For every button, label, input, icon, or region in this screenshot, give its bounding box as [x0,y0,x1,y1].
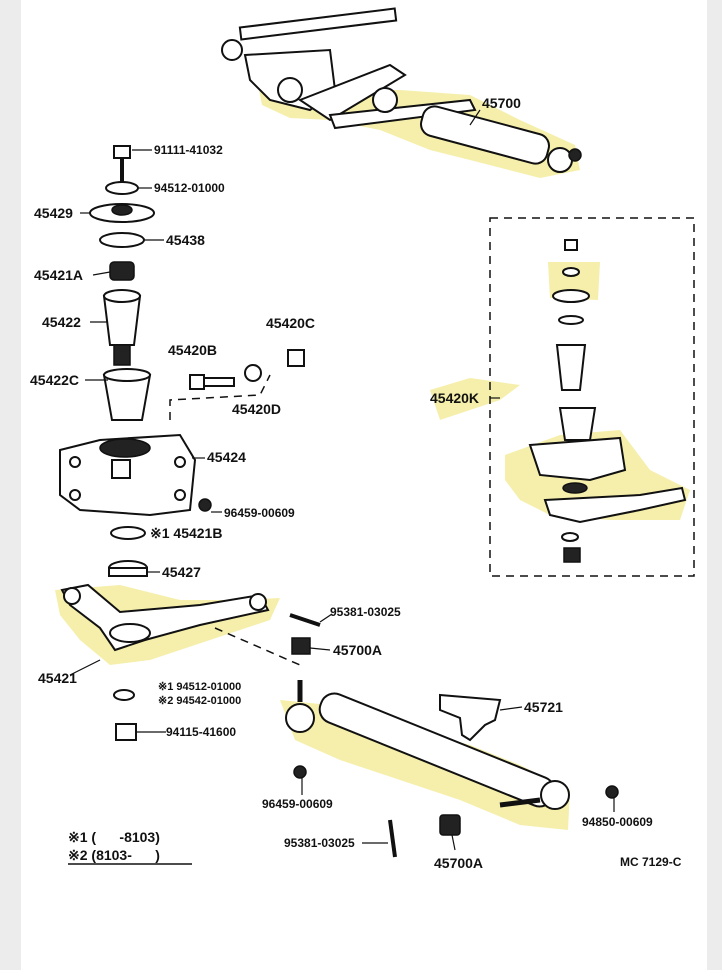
label-94115-41600: 94115-41600 [166,725,236,739]
label-45420K: 45420K [430,390,479,406]
diagram-reference-code: MC 7129-C [620,855,682,869]
bolt-95381-b [388,819,397,858]
bushing-45422C [102,368,152,421]
label-45420D: 45420D [232,401,281,417]
bracket-45721 [439,693,502,742]
nut-45420D [244,364,262,382]
leader-lines [69,109,615,851]
bolt-45420B [189,374,235,390]
label-94850-00609: 94850-00609 [582,815,653,829]
label-45424: 45424 [207,449,246,465]
bushing-45700A-bot [439,814,461,836]
label-95381-03025-a: 95381-03025 [330,605,401,619]
washer-94512 [105,181,139,195]
label-45427: 45427 [162,564,201,580]
cushion-45429 [89,203,155,223]
leader-dash-2 [214,627,301,666]
nut-45420C [287,349,305,367]
bracket-45424 [59,433,197,517]
assembly-box-45420K [489,217,695,577]
label-45721: 45721 [524,699,563,715]
washer-45438 [99,232,145,248]
tie-rod-lower [285,680,570,810]
bolt-95381-a [289,613,321,627]
tie-rod-assembly-top [221,7,582,173]
label-96459-00609-b: 96459-00609 [262,797,333,811]
label-45420C: 45420C [266,315,315,331]
label-94512-01000-b: ※1 94512-01000 [158,681,241,693]
label-45421A: 45421A [34,267,83,283]
fitting-96459-a [198,498,212,512]
bolt-91111 [113,145,131,185]
spring-45421A [109,261,135,281]
legend-line-1: ※1 ( -8103) [68,829,160,845]
washer-94512-b [113,689,135,701]
label-45700: 45700 [482,95,521,111]
label-45422: 45422 [42,314,81,330]
label-91111-41032: 91111-41032 [154,143,223,157]
bushing-45422 [102,289,142,366]
legend: ※1 ( -8103) ※2 (8103- ) [68,829,192,865]
label-45429: 45429 [34,205,73,221]
label-45421B: ※1 45421B [150,525,222,541]
fitting-96459-b [293,765,307,779]
seal-45421B [110,526,146,540]
fitting-94850 [605,785,619,799]
label-96459-00609-a: 96459-00609 [224,506,295,520]
nut-94115 [115,723,137,741]
label-45421: 45421 [38,670,77,686]
label-45420B: 45420B [168,342,217,358]
idler-arm-45421 [60,583,270,652]
label-95381-03025-b: 95381-03025 [284,836,355,850]
label-45700A-top: 45700A [333,642,382,658]
label-94542-01000: ※2 94542-01000 [158,695,241,707]
label-94512-01000: 94512-01000 [154,181,225,195]
bushing-45700A-top [291,637,311,655]
label-45422C: 45422C [30,372,79,388]
seal-45427 [108,560,148,577]
label-45438: 45438 [166,232,205,248]
legend-line-2: ※2 (8103- ) [68,847,160,863]
label-45700A-bottom: 45700A [434,855,483,871]
